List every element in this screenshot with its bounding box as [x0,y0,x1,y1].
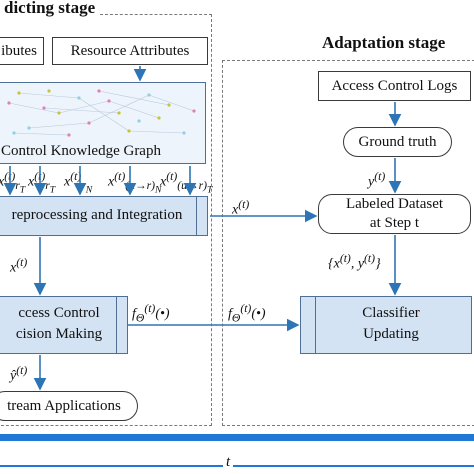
decision-bar [116,297,127,353]
user-attributes-label: ibutes [1,42,37,59]
decision-label-2: cision Making [15,326,103,342]
resource-attributes-label: Resource Attributes [70,42,190,59]
f-theta-right: fΘ(t)(•) [228,302,266,325]
knowledge-graph-label: Control Knowledge Graph [1,143,161,159]
dataset-label-1: Labeled Dataset [345,196,444,212]
downstream-applications-box: tream Applications [0,391,138,421]
timeline-label: t [223,454,234,471]
pair-label: {x(t), y(t)} [328,252,381,272]
preprocessing-box: reprocessing and Integration [0,196,208,236]
logs-label: Access Control Logs [331,77,458,94]
ground-truth-box: Ground truth [343,127,452,157]
yhat-label: ŷ(t) [10,364,28,384]
adaptation-stage-title: Adaptation stage [318,33,450,53]
classifier-bar [301,297,316,353]
preprocessing-bar [196,197,207,235]
classifier-updating-box: Classifier Updating [300,296,472,354]
y-label: y(t) [368,170,386,190]
preprocessing-label: reprocessing and Integration [11,207,183,223]
access-control-logs-box: Access Control Logs [318,71,471,101]
predicting-stage-title: dicting stage [0,0,100,18]
user-attributes-box: ibutes [0,37,44,65]
adaptation-stage-frame [222,60,474,426]
f-theta-left: fΘ(t)(•) [132,302,170,325]
knowledge-graph-image [7,89,196,137]
labeled-dataset-box: Labeled Dataset at Step t [318,194,471,234]
classifier-label-1: Classifier [362,305,420,321]
decision-label-1: ccess Control [18,305,100,321]
x-label-left: x(t) [10,256,28,276]
classifier-label-2: Updating [363,326,419,342]
downstream-label: tream Applications [7,397,121,414]
resource-attributes-box: Resource Attributes [52,37,208,65]
dataset-label-2: at Step t [369,215,420,231]
decision-making-box: ccess Control cision Making [0,296,128,354]
x-label-middle: x(t) [232,198,250,218]
predicting-stage-frame [0,14,212,426]
timeline-bar [0,434,474,441]
knowledge-graph-panel: Control Knowledge Graph [0,82,206,164]
ground-truth-label: Ground truth [358,133,437,150]
